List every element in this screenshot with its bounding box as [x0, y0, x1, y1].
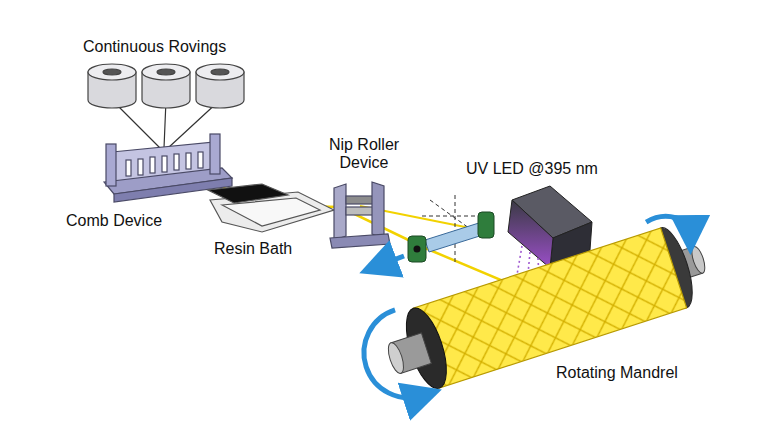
- part-label: Rotating Mandrel: [556, 364, 678, 382]
- part-label: Comb Device: [66, 212, 162, 230]
- nip-roller-device: [330, 182, 390, 248]
- part-label: Continuous Rovings: [83, 38, 226, 56]
- part-label: UV LED @395 nm: [466, 160, 598, 178]
- part-label: Resin Bath: [214, 240, 292, 258]
- roving-spools: [88, 64, 244, 148]
- resin-bath: [208, 184, 334, 232]
- rotating-mandrel: [350, 208, 717, 410]
- guide-eye: [378, 195, 494, 266]
- part-label: Nip Roller Device: [322, 136, 406, 172]
- fiber-tow: [200, 172, 548, 300]
